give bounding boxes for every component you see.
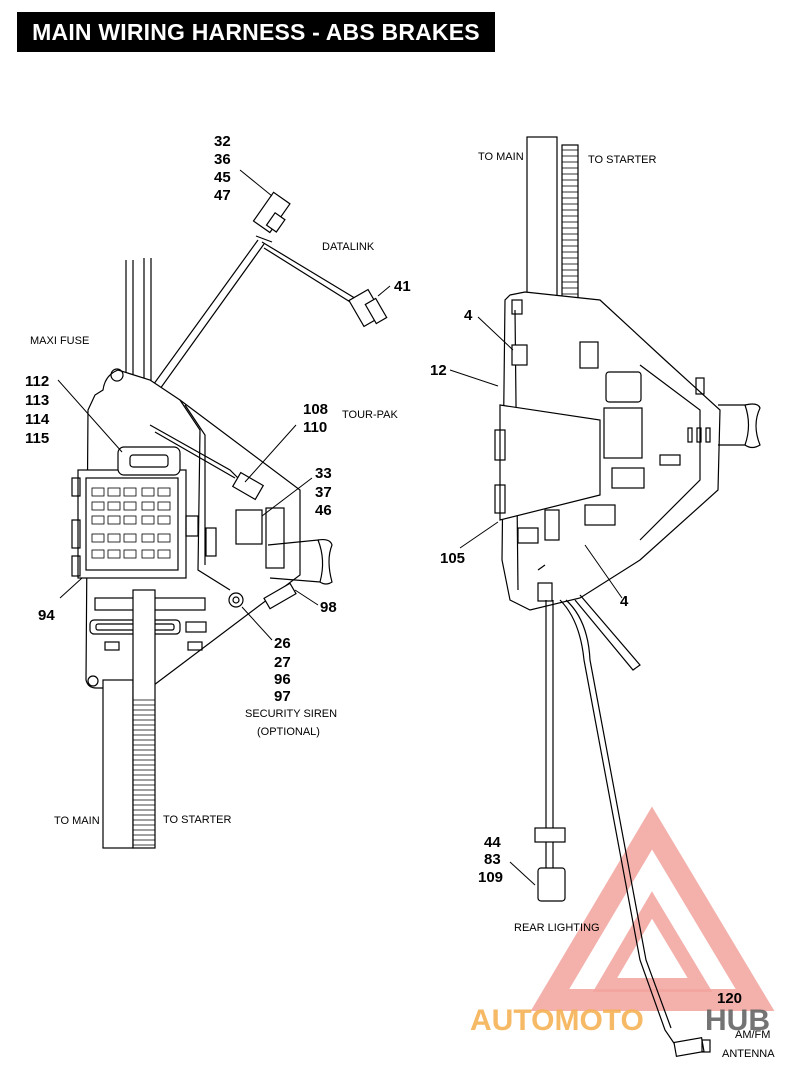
callout-94: 94 <box>38 607 55 624</box>
callout-112: 112 <box>25 373 49 390</box>
label-to-main-left: TO MAIN <box>54 815 100 827</box>
callout-115: 115 <box>25 430 49 447</box>
callout-44: 44 <box>484 834 501 851</box>
watermark: AUTOMOTO HUB <box>470 806 775 1037</box>
callout-37: 37 <box>315 484 332 501</box>
callout-108: 108 <box>303 401 328 418</box>
callout-45: 45 <box>214 169 231 186</box>
title-bar: MAIN WIRING HARNESS - ABS BRAKES <box>17 12 495 52</box>
left-leader-lines <box>57 169 391 641</box>
left-assembly <box>57 169 391 849</box>
watermark-triangle-inner <box>592 891 713 992</box>
callout-98: 98 <box>320 599 337 616</box>
callout-105: 105 <box>440 550 465 567</box>
callout-27: 27 <box>274 654 291 671</box>
callout-4-bottom: 4 <box>620 593 629 610</box>
callout-26: 26 <box>274 635 291 652</box>
label-rear-lighting: REAR LIGHTING <box>514 922 600 934</box>
right-leader-lines <box>449 316 623 886</box>
callout-113: 113 <box>25 392 49 409</box>
label-to-starter-right: TO STARTER <box>588 154 657 166</box>
label-amfm: AM/FM <box>735 1029 770 1041</box>
watermark-text-hub: HUB <box>705 1004 770 1037</box>
callout-33: 33 <box>315 465 332 482</box>
datalink-connector-41 <box>348 288 388 328</box>
watermark-triangle <box>530 806 775 1011</box>
callout-numbers: 32 36 45 47 41 112 113 114 115 108 110 3… <box>25 133 742 1007</box>
antenna-connector-120 <box>673 1036 711 1058</box>
antenna-cable <box>559 599 681 1053</box>
callout-12: 12 <box>430 362 447 379</box>
right-assembly <box>449 136 761 1058</box>
label-to-main-right: TO MAIN <box>478 151 524 163</box>
callout-110: 110 <box>303 419 327 436</box>
callout-83: 83 <box>484 851 501 868</box>
callout-114: 114 <box>25 411 50 428</box>
center-clamp <box>499 404 601 521</box>
text-labels: DATALINK MAXI FUSE TOUR-PAK SECURITY SIR… <box>30 151 775 1060</box>
callout-120: 120 <box>717 990 742 1007</box>
label-to-starter-left: TO STARTER <box>163 814 232 826</box>
callout-36: 36 <box>214 151 231 168</box>
callout-4-top: 4 <box>464 307 473 324</box>
maxi-fuse <box>117 446 181 476</box>
label-maxi-fuse: MAXI FUSE <box>30 335 89 347</box>
connector-32-47 <box>252 191 291 243</box>
label-datalink: DATALINK <box>322 241 375 253</box>
label-optional: (OPTIONAL) <box>257 726 320 738</box>
callout-46: 46 <box>315 502 332 519</box>
callout-96: 96 <box>274 671 291 688</box>
diagram-title: MAIN WIRING HARNESS - ABS BRAKES <box>32 18 480 45</box>
rear-lighting-connector-44 <box>534 827 566 843</box>
label-security-siren: SECURITY SIREN <box>245 708 337 720</box>
rear-lighting-connector-109 <box>537 867 566 902</box>
callout-109: 109 <box>478 869 503 886</box>
watermark-text-auto: AUTOMOTO <box>470 1004 644 1037</box>
callout-97: 97 <box>274 688 291 705</box>
callout-41: 41 <box>394 278 411 295</box>
label-antenna: ANTENNA <box>722 1048 775 1060</box>
label-tour-pak: TOUR-PAK <box>342 409 398 421</box>
tour-pak-connector <box>231 471 265 501</box>
callout-32: 32 <box>214 133 231 150</box>
fuse-box <box>71 469 187 579</box>
callout-47: 47 <box>214 187 231 204</box>
